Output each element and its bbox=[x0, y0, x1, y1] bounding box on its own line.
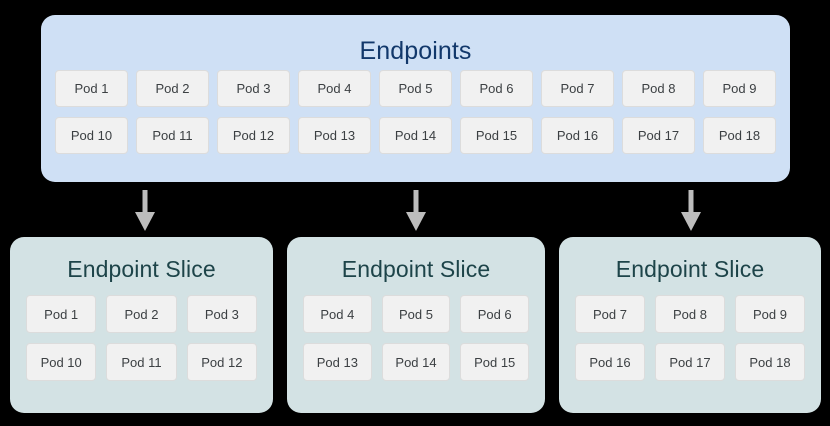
arrow-down-icon bbox=[678, 190, 704, 232]
endpoint-slice-pod-row: Pod 4 Pod 5 Pod 6 bbox=[303, 295, 530, 333]
endpoints-pod-row: Pod 1 Pod 2 Pod 3 Pod 4 Pod 5 Pod 6 Pod … bbox=[55, 70, 776, 107]
pod-chip: Pod 12 bbox=[217, 117, 290, 154]
endpoint-slice-pod-grid: Pod 7 Pod 8 Pod 9 Pod 16 Pod 17 Pod 18 bbox=[575, 295, 805, 381]
endpoint-slice-title: Endpoint Slice bbox=[615, 256, 765, 282]
pod-chip: Pod 2 bbox=[136, 70, 209, 107]
pod-chip: Pod 5 bbox=[381, 295, 451, 333]
pod-chip: Pod 15 bbox=[460, 117, 533, 154]
endpoint-slice-pod-row: Pod 16 Pod 17 Pod 18 bbox=[575, 343, 805, 381]
endpoint-slice-panel-2: Endpoint Slice Pod 4 Pod 5 Pod 6 Pod 13 … bbox=[287, 237, 545, 413]
pod-chip: Pod 9 bbox=[735, 295, 805, 333]
pod-chip: Pod 15 bbox=[460, 343, 530, 381]
pod-chip: Pod 13 bbox=[298, 117, 371, 154]
endpoints-pod-row: Pod 10 Pod 11 Pod 12 Pod 13 Pod 14 Pod 1… bbox=[55, 117, 776, 154]
pod-chip: Pod 1 bbox=[26, 295, 97, 333]
endpoint-slice-pod-grid: Pod 1 Pod 2 Pod 3 Pod 10 Pod 11 Pod 12 bbox=[26, 295, 257, 381]
pod-chip: Pod 2 bbox=[106, 295, 177, 333]
endpoint-slice-title: Endpoint Slice bbox=[341, 256, 491, 282]
pod-chip: Pod 8 bbox=[655, 295, 725, 333]
pod-chip: Pod 8 bbox=[622, 70, 695, 107]
pod-chip: Pod 4 bbox=[303, 295, 372, 333]
endpoint-slice-pod-grid: Pod 4 Pod 5 Pod 6 Pod 13 Pod 14 Pod 15 bbox=[303, 295, 530, 381]
pod-chip: Pod 18 bbox=[735, 343, 805, 381]
pod-chip: Pod 11 bbox=[106, 343, 177, 381]
pod-chip: Pod 11 bbox=[136, 117, 209, 154]
pod-chip: Pod 17 bbox=[622, 117, 695, 154]
endpoint-slice-pod-row: Pod 13 Pod 14 Pod 15 bbox=[303, 343, 530, 381]
pod-chip: Pod 7 bbox=[575, 295, 645, 333]
pod-chip: Pod 14 bbox=[379, 117, 452, 154]
pod-chip: Pod 9 bbox=[703, 70, 776, 107]
pod-chip: Pod 6 bbox=[460, 70, 533, 107]
pod-chip: Pod 6 bbox=[460, 295, 530, 333]
endpoint-slice-title: Endpoint Slice bbox=[67, 256, 216, 282]
pod-chip: Pod 5 bbox=[379, 70, 452, 107]
arrow-down-icon bbox=[403, 190, 429, 232]
pod-chip: Pod 16 bbox=[575, 343, 645, 381]
pod-chip: Pod 7 bbox=[541, 70, 614, 107]
arrow-down-icon bbox=[132, 190, 158, 232]
endpoint-slice-panel-3: Endpoint Slice Pod 7 Pod 8 Pod 9 Pod 16 … bbox=[559, 237, 821, 413]
endpoints-panel: Endpoints Pod 1 Pod 2 Pod 3 Pod 4 Pod 5 … bbox=[41, 15, 790, 182]
pod-chip: Pod 10 bbox=[55, 117, 128, 154]
pod-chip: Pod 14 bbox=[381, 343, 451, 381]
pod-chip: Pod 3 bbox=[217, 70, 290, 107]
pod-chip: Pod 17 bbox=[655, 343, 725, 381]
endpoint-slice-pod-row: Pod 7 Pod 8 Pod 9 bbox=[575, 295, 805, 333]
pod-chip: Pod 4 bbox=[298, 70, 371, 107]
pod-chip: Pod 3 bbox=[186, 295, 257, 333]
pod-chip: Pod 18 bbox=[703, 117, 776, 154]
endpoint-slice-pod-row: Pod 1 Pod 2 Pod 3 bbox=[26, 295, 257, 333]
pod-chip: Pod 13 bbox=[303, 343, 372, 381]
pod-chip: Pod 1 bbox=[55, 70, 128, 107]
pod-chip: Pod 10 bbox=[26, 343, 97, 381]
pod-chip: Pod 12 bbox=[186, 343, 257, 381]
endpoint-slice-panel-1: Endpoint Slice Pod 1 Pod 2 Pod 3 Pod 10 … bbox=[10, 237, 273, 413]
endpoint-slice-pod-row: Pod 10 Pod 11 Pod 12 bbox=[26, 343, 257, 381]
pod-chip: Pod 16 bbox=[541, 117, 614, 154]
endpoints-pod-grid: Pod 1 Pod 2 Pod 3 Pod 4 Pod 5 Pod 6 Pod … bbox=[55, 70, 776, 154]
endpoints-title: Endpoints bbox=[359, 37, 472, 65]
